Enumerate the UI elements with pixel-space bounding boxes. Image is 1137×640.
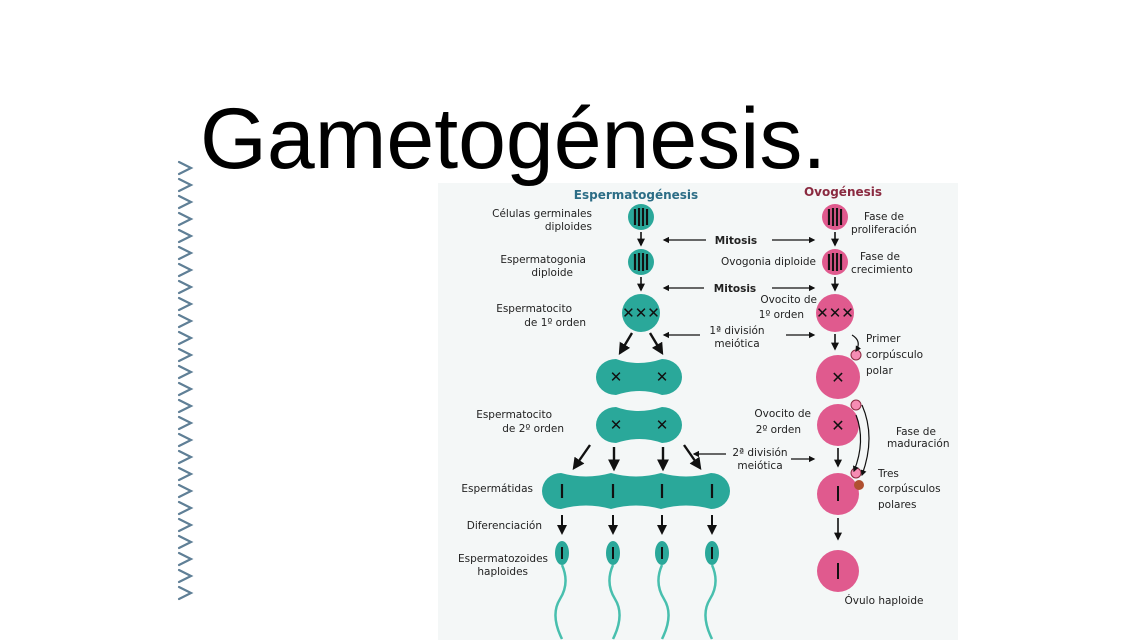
label-meiosis2-line1: 2ª división xyxy=(732,447,787,459)
primary-spermatocyte-cell xyxy=(622,294,660,332)
chromosomes xyxy=(633,253,649,271)
svg-text:✕: ✕ xyxy=(831,368,844,387)
zigzag-chevron xyxy=(177,517,194,533)
label-oocyte1-line1: Ovocito de xyxy=(760,294,817,306)
label-secondary-line2: de 2º orden xyxy=(502,423,564,435)
zigzag-chevron xyxy=(177,364,194,380)
middle-arrows xyxy=(662,236,816,463)
polar-body xyxy=(854,480,864,490)
label-meiosis1-line2: meiótica xyxy=(714,338,759,350)
slide-title: Gametogénesis. xyxy=(200,91,827,187)
label-growth-line2: crecimiento xyxy=(851,264,913,276)
zigzag-chevron xyxy=(177,500,194,516)
label-proliferation-line2: proliferación xyxy=(851,224,917,236)
oogonia-cell xyxy=(822,249,848,275)
label-maturation-line2: maduración xyxy=(887,438,950,450)
label-polar3-line2: corpúsculos xyxy=(878,483,941,495)
proliferation-cell xyxy=(822,204,848,230)
label-oocyte2-line1: Ovocito de xyxy=(754,408,811,420)
zigzag-chevron xyxy=(177,483,194,499)
svg-text:✕: ✕ xyxy=(656,368,669,386)
polar-body xyxy=(850,467,862,479)
label-meiosis2-line2: meiótica xyxy=(737,460,782,472)
label-secondary-line1: Espermatocito xyxy=(476,409,552,421)
primary-oocyte-cell xyxy=(816,294,854,332)
label-meiosis1-line1: 1ª división xyxy=(709,325,764,337)
label-oocyte1-line2: 1º orden xyxy=(759,309,804,321)
svg-text:✕: ✕ xyxy=(831,416,844,435)
spermatogonia-cell xyxy=(628,249,654,275)
zigzag-chevron xyxy=(177,432,194,448)
label-proliferation-line1: Fase de xyxy=(864,211,904,223)
label-oocyte2-line2: 2º orden xyxy=(756,424,801,436)
label-polar1-line3: polar xyxy=(866,365,893,377)
zigzag-chevron xyxy=(177,347,194,363)
label-mitosis-1: Mitosis xyxy=(715,235,757,247)
spermatogenesis-column: ✕✕✕ ✕ ✕ ✕ ✕ xyxy=(542,204,730,640)
secondary-oocyte-cell xyxy=(817,404,859,446)
zigzag-chevron xyxy=(177,279,194,295)
label-spermatogonia-line1: Espermatogonia xyxy=(500,254,586,266)
label-spermatozoa-line2: haploides xyxy=(477,566,528,578)
label-polar3-line1: Tres xyxy=(877,468,899,480)
germinal-cell xyxy=(628,204,654,230)
zigzag-chevron xyxy=(177,398,194,414)
svg-text:✕: ✕ xyxy=(610,368,623,386)
label-growth-line1: Fase de xyxy=(860,251,900,263)
chromosomes xyxy=(633,208,649,226)
svg-text:✕✕✕: ✕✕✕ xyxy=(816,304,854,322)
zigzag-chevron xyxy=(177,330,194,346)
label-primary-line2: de 1º orden xyxy=(524,317,586,329)
label-spermatogonia-line2: diploide xyxy=(531,267,573,279)
label-germinal-line2: diploides xyxy=(545,221,592,233)
polar-body xyxy=(850,399,862,411)
label-oogonia: Ovogonia diploide xyxy=(721,256,816,268)
spermatozoa xyxy=(554,541,719,640)
label-polar3-line3: polares xyxy=(878,499,916,511)
zigzag-decoration xyxy=(177,160,194,601)
oogenesis-column: ✕✕✕ ✕ ✕ xyxy=(816,204,870,592)
header-oogenesis: Ovogénesis xyxy=(804,185,882,199)
label-polar1-line1: Primer xyxy=(866,333,901,345)
label-germinal-line1: Células germinales xyxy=(492,208,592,220)
label-spermatozoa-line1: Espermatozoides xyxy=(458,553,548,565)
zigzag-chevron xyxy=(177,177,194,193)
label-ovule: Óvulo haploide xyxy=(845,594,924,607)
zigzag-chevron xyxy=(177,466,194,482)
zigzag-chevron xyxy=(177,534,194,550)
svg-text:✕✕✕: ✕✕✕ xyxy=(622,304,660,322)
zigzag-chevron xyxy=(177,551,194,567)
secondary-spermatocyte-cells xyxy=(596,407,682,443)
header-spermatogenesis: Espermatogénesis xyxy=(574,188,698,202)
zigzag-chevron xyxy=(177,262,194,278)
zigzag-chevron xyxy=(177,245,194,261)
svg-text:✕: ✕ xyxy=(610,416,623,434)
zigzag-chevron xyxy=(177,228,194,244)
label-differentiation: Diferenciación xyxy=(467,520,542,532)
zigzag-chevron xyxy=(177,381,194,397)
label-polar1-line2: corpúsculo xyxy=(866,349,923,361)
label-primary-line1: Espermatocito xyxy=(496,303,572,315)
gametogenesis-diagram: Espermatogénesis Ovogénesis ✕✕✕ ✕ ✕ ✕ ✕ xyxy=(438,183,958,640)
oocyte-after-meiosis1 xyxy=(816,355,860,399)
label-maturation-line1: Fase de xyxy=(896,426,936,438)
zigzag-chevron xyxy=(177,449,194,465)
diagram-background xyxy=(438,183,958,640)
zigzag-chevron xyxy=(177,568,194,584)
label-mitosis-2: Mitosis xyxy=(714,283,756,295)
zigzag-chevron xyxy=(177,194,194,210)
zigzag-chevron xyxy=(177,415,194,431)
chromosomes xyxy=(560,484,714,498)
svg-text:✕: ✕ xyxy=(656,416,669,434)
zigzag-chevron xyxy=(177,296,194,312)
zigzag-chevron xyxy=(177,211,194,227)
dividing-spermatocyte xyxy=(596,359,682,395)
spermatids-cells xyxy=(542,473,730,509)
zigzag-chevron xyxy=(177,585,194,601)
label-spermatids: Espermátidas xyxy=(461,483,533,495)
zigzag-chevron xyxy=(177,313,194,329)
zigzag-chevron xyxy=(177,160,194,176)
first-polar-body xyxy=(850,349,862,361)
differentiation-arrows xyxy=(557,515,717,535)
